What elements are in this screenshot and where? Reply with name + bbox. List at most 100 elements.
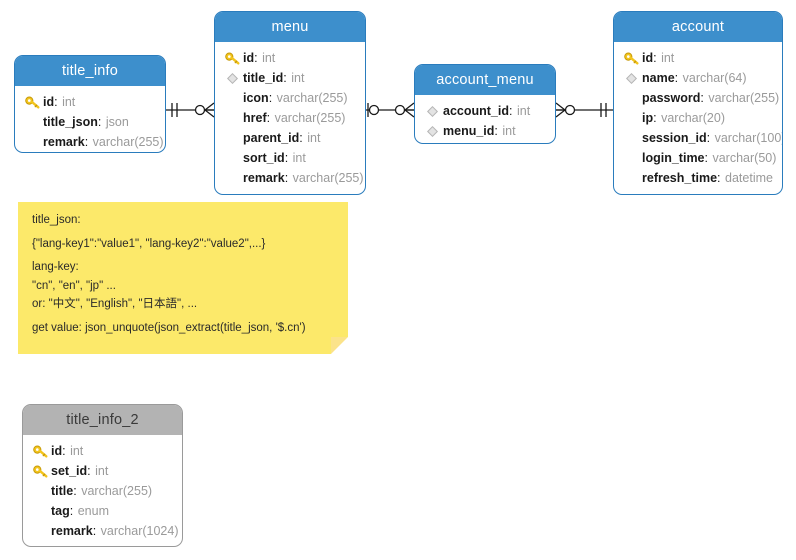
field-row[interactable]: menu_id: int xyxy=(415,121,555,141)
field-name: menu_id xyxy=(443,124,495,138)
entity-account-fields: id: int name: varchar(64) password: varc… xyxy=(614,42,782,194)
field-colon: : xyxy=(717,171,721,185)
primary-key-icon xyxy=(32,461,51,481)
field-row[interactable]: id: int xyxy=(215,48,365,68)
no-key-icon xyxy=(623,148,642,168)
relationship-menu-account-menu xyxy=(366,102,415,118)
field-colon: : xyxy=(706,131,711,145)
field-name: session_id xyxy=(642,131,707,145)
field-colon: : xyxy=(700,91,704,105)
field-row[interactable]: href: varchar(255) xyxy=(215,108,365,128)
entity-menu-header: menu xyxy=(215,12,365,42)
field-colon: : xyxy=(284,171,289,185)
note-line: {"lang-key1":"value1", "lang-key2":"valu… xyxy=(32,237,266,250)
field-row[interactable]: name: varchar(64) xyxy=(614,68,782,88)
entity-menu[interactable]: menu id: int xyxy=(214,11,366,195)
entity-account-menu[interactable]: account_menu account_id: int menu_id: in… xyxy=(414,64,556,144)
field-name: sort_id xyxy=(243,151,285,165)
field-row[interactable]: tag: enum xyxy=(23,501,182,521)
field-row[interactable]: id: int xyxy=(23,441,182,461)
entity-account[interactable]: account id: int xyxy=(613,11,783,195)
field-type: int xyxy=(661,51,675,65)
field-colon: : xyxy=(62,444,66,458)
field-row[interactable]: session_id: varchar(100) xyxy=(614,128,782,148)
primary-key-icon xyxy=(224,48,243,68)
field-name: id xyxy=(642,51,654,65)
sticky-note-title-json[interactable]: title_json: {"lang-key1":"value1", "lang… xyxy=(18,202,348,354)
foreign-key-icon xyxy=(623,68,642,88)
field-type: varchar(255) xyxy=(92,135,164,149)
field-name: title_json xyxy=(43,115,98,129)
field-row[interactable]: icon: varchar(255) xyxy=(215,88,365,108)
field-row[interactable]: title_id: int xyxy=(215,68,365,88)
field-colon: : xyxy=(509,104,513,118)
field-row[interactable]: password: varchar(255) xyxy=(614,88,782,108)
no-key-icon xyxy=(224,108,243,128)
field-type: enum xyxy=(77,504,109,518)
primary-key-icon xyxy=(623,48,642,68)
field-colon: : xyxy=(284,151,289,165)
entity-title-info[interactable]: title_info id: int title_json: json xyxy=(14,55,166,153)
field-type: varchar(20) xyxy=(661,111,725,125)
field-type: int xyxy=(292,151,306,165)
note-line: get value: json_unquote(json_extract(tit… xyxy=(32,321,306,334)
field-row[interactable]: title: varchar(255) xyxy=(23,481,182,501)
field-type: varchar(1024) xyxy=(100,524,179,538)
no-key-icon xyxy=(623,88,642,108)
field-colon: : xyxy=(73,484,77,498)
field-type: varchar(255) xyxy=(292,171,364,185)
field-colon: : xyxy=(674,71,679,85)
field-colon: : xyxy=(283,71,287,85)
no-key-icon xyxy=(24,132,43,152)
entity-account-menu-fields: account_id: int menu_id: int xyxy=(415,95,555,143)
field-colon: : xyxy=(494,124,498,138)
field-colon: : xyxy=(653,111,657,125)
field-row[interactable]: set_id: int xyxy=(23,461,182,481)
field-type: int xyxy=(502,124,516,138)
field-type: int xyxy=(62,95,76,109)
field-row[interactable]: id: int xyxy=(15,92,165,112)
field-row[interactable]: id: int xyxy=(614,48,782,68)
field-row[interactable]: refresh_time: datetime xyxy=(614,168,782,188)
field-name: account_id xyxy=(443,104,509,118)
field-colon: : xyxy=(299,131,303,145)
field-row[interactable]: ip: varchar(20) xyxy=(614,108,782,128)
field-name: icon xyxy=(243,91,269,105)
field-row[interactable]: remark: varchar(255) xyxy=(215,168,365,188)
primary-key-icon xyxy=(24,92,43,112)
field-row[interactable]: remark: varchar(1024) xyxy=(23,521,182,541)
field-colon: : xyxy=(54,95,58,109)
field-row[interactable]: remark: varchar(255) xyxy=(15,132,165,152)
field-colon: : xyxy=(653,51,657,65)
no-key-icon xyxy=(224,148,243,168)
field-name: remark xyxy=(51,524,93,538)
field-row[interactable]: account_id: int xyxy=(415,101,555,121)
no-key-icon xyxy=(24,112,43,132)
field-colon: : xyxy=(268,91,273,105)
field-row[interactable]: title_json: json xyxy=(15,112,165,132)
field-colon: : xyxy=(92,524,97,538)
no-key-icon xyxy=(224,168,243,188)
field-type: int xyxy=(307,131,321,145)
field-type: varchar(50) xyxy=(712,151,777,165)
field-name: ip xyxy=(642,111,654,125)
no-key-icon xyxy=(224,88,243,108)
foreign-key-icon xyxy=(424,121,443,141)
field-name: id xyxy=(43,95,55,109)
no-key-icon xyxy=(224,128,243,148)
field-row[interactable]: parent_id: int xyxy=(215,128,365,148)
entity-title-info-2-fields: id: int set_id: int title: varchar(255) xyxy=(23,435,182,546)
foreign-key-icon xyxy=(224,68,243,88)
field-row[interactable]: login_time: varchar(50) xyxy=(614,148,782,168)
field-name: tag xyxy=(51,504,70,518)
field-row[interactable]: sort_id: int xyxy=(215,148,365,168)
field-colon: : xyxy=(84,135,89,149)
foreign-key-icon xyxy=(424,101,443,121)
field-type: varchar(255) xyxy=(276,91,348,105)
field-colon: : xyxy=(704,151,708,165)
entity-title-info-2[interactable]: title_info_2 id: int xyxy=(22,404,183,547)
field-name: id xyxy=(51,444,63,458)
entity-title-info-fields: id: int title_json: json remark: varchar… xyxy=(15,86,165,152)
field-type: int xyxy=(95,464,109,478)
